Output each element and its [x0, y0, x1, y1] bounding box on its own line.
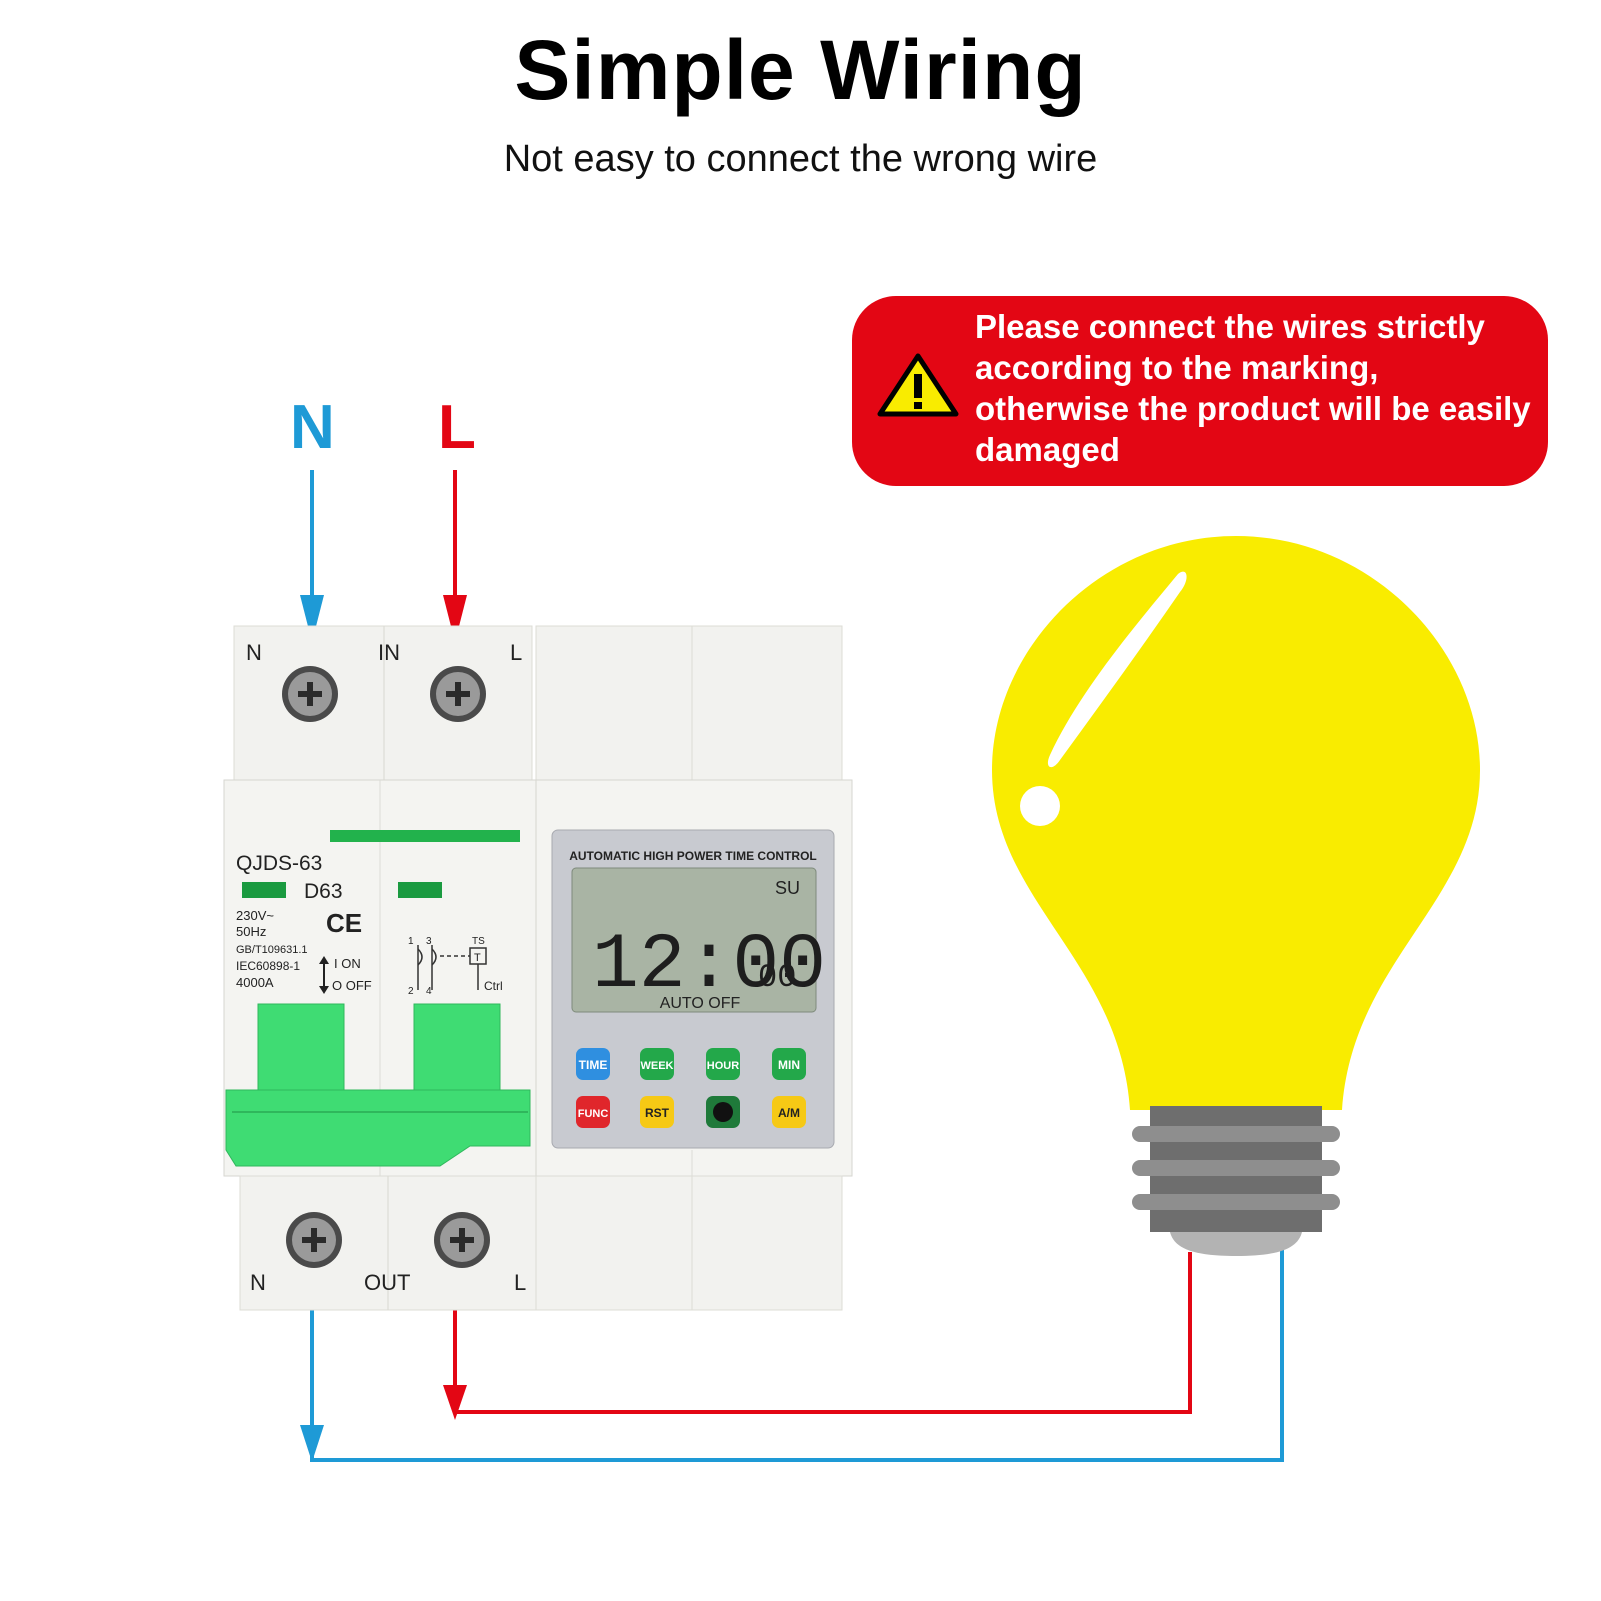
breaker-voltage: 230V~ [236, 908, 274, 923]
schematic-1: 1 [408, 936, 414, 947]
warning-banner [852, 296, 1548, 486]
schematic-2: 2 [408, 986, 414, 997]
schematic-4: 4 [426, 986, 432, 997]
live-output-wire [443, 1252, 1192, 1420]
lcd-seconds: 00 [758, 959, 796, 996]
svg-text:TIME: TIME [579, 1058, 608, 1072]
circuit-breaker: N IN L N OUT L QJDS-63 D63 230V~ 50Hz GB… [223, 625, 537, 1311]
lcd-time: 12:00 [592, 922, 826, 1010]
screw-icon [430, 666, 486, 722]
schematic-ctrl: Ctrl [484, 979, 503, 993]
time-button[interactable]: TIME [576, 1048, 610, 1080]
schematic-t: T [474, 952, 481, 964]
rst-button[interactable]: RST [640, 1096, 674, 1128]
live-input-wire [443, 470, 467, 642]
hour-button[interactable]: HOUR [706, 1048, 740, 1080]
breaker-off-label: O OFF [332, 978, 372, 993]
warning-text: Please connect the wires strictly accord… [975, 308, 1531, 468]
screw-icon [434, 1212, 490, 1268]
breaker-standard-2: IEC60898-1 [236, 959, 300, 973]
on-off-arrow-icon [319, 956, 329, 994]
min-button[interactable]: MIN [772, 1048, 806, 1080]
breaker-capacity: 4000A [236, 975, 274, 990]
svg-text:RST: RST [645, 1106, 670, 1120]
svg-text:HOUR: HOUR [707, 1060, 739, 1072]
neutral-input-wire [300, 470, 324, 642]
lcd-status: AUTO OFF [660, 995, 741, 1012]
breaker-on-label: I ON [334, 956, 361, 971]
power-button[interactable] [706, 1096, 740, 1128]
svg-text:A/M: A/M [778, 1106, 800, 1120]
svg-text:MIN: MIN [778, 1058, 800, 1072]
schematic-3: 3 [426, 936, 432, 947]
breaker-bottom-center-label: OUT [364, 1270, 410, 1295]
timer-module: AUTOMATIC HIGH POWER TIME CONTROL SU 12:… [535, 625, 853, 1311]
screw-icon [282, 666, 338, 722]
breaker-model: QJDS-63 [236, 852, 322, 875]
neutral-wire-label: N [290, 393, 335, 462]
schematic-ts: TS [472, 936, 485, 947]
breaker-top-right-label: L [510, 640, 522, 665]
live-wire-label: L [438, 393, 476, 462]
svg-text:FUNC: FUNC [578, 1108, 609, 1120]
breaker-standard-1: GB/T109631.1 [236, 944, 308, 956]
breaker-bottom-right-label: L [514, 1270, 526, 1295]
lcd-day: SU [775, 878, 800, 898]
week-button[interactable]: WEEK [640, 1048, 674, 1080]
breaker-schematic [417, 945, 487, 990]
ce-mark: CE [326, 908, 362, 938]
breaker-top-left-label: N [246, 640, 262, 665]
page-subtitle: Not easy to connect the wrong wire [503, 138, 1098, 180]
neutral-output-wire [300, 1248, 1284, 1462]
breaker-top-center-label: IN [378, 640, 400, 665]
breaker-bottom-left-label: N [250, 1270, 266, 1295]
func-button[interactable]: FUNC [576, 1096, 610, 1128]
screw-icon [286, 1212, 342, 1268]
timer-header: AUTOMATIC HIGH POWER TIME CONTROL [569, 849, 817, 863]
breaker-frequency: 50Hz [236, 924, 266, 939]
svg-text:WEEK: WEEK [641, 1060, 674, 1072]
warning-triangle-icon [877, 353, 959, 417]
page-title: Simple Wiring [514, 23, 1087, 117]
breaker-rating: D63 [304, 880, 343, 903]
light-bulb-icon [992, 536, 1480, 1256]
auto-manual-button[interactable]: A/M [772, 1096, 806, 1128]
